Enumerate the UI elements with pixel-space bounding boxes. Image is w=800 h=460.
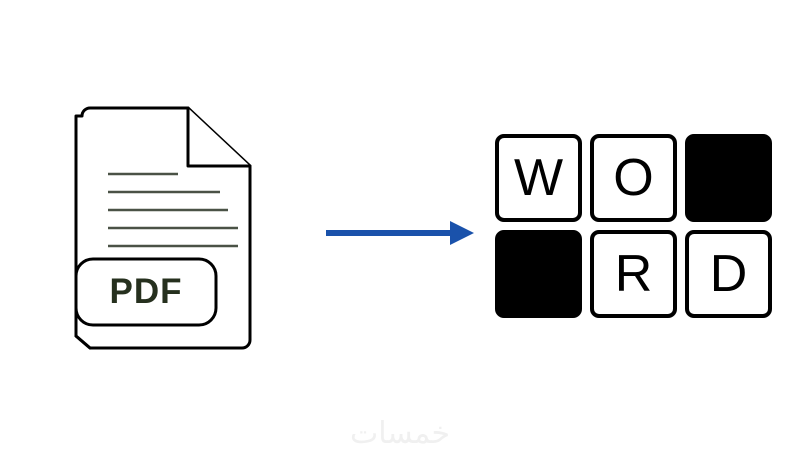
pdf-label-text: PDF <box>109 272 183 311</box>
word-tile-0-2 <box>685 134 772 222</box>
word-tile-1-2: D <box>685 230 772 318</box>
watermark-text: خمسات <box>349 416 451 451</box>
pdf-label-box <box>74 257 218 327</box>
word-tile-0-0: W <box>495 134 582 222</box>
word-tile-1-1: R <box>590 230 677 318</box>
arrow-head <box>450 221 474 245</box>
page-text-lines <box>108 172 238 248</box>
arrow-icon <box>326 221 474 245</box>
word-tile-grid: W O R D <box>495 134 772 318</box>
page-corner-fold <box>186 106 252 168</box>
word-tile-0-1: O <box>590 134 677 222</box>
pdf-document-illustration: PDF <box>60 92 270 364</box>
page-bottom-fold <box>74 334 92 350</box>
word-tile-1-0 <box>495 230 582 318</box>
conversion-arrow <box>322 216 482 250</box>
pdf-document-svg <box>74 106 252 350</box>
